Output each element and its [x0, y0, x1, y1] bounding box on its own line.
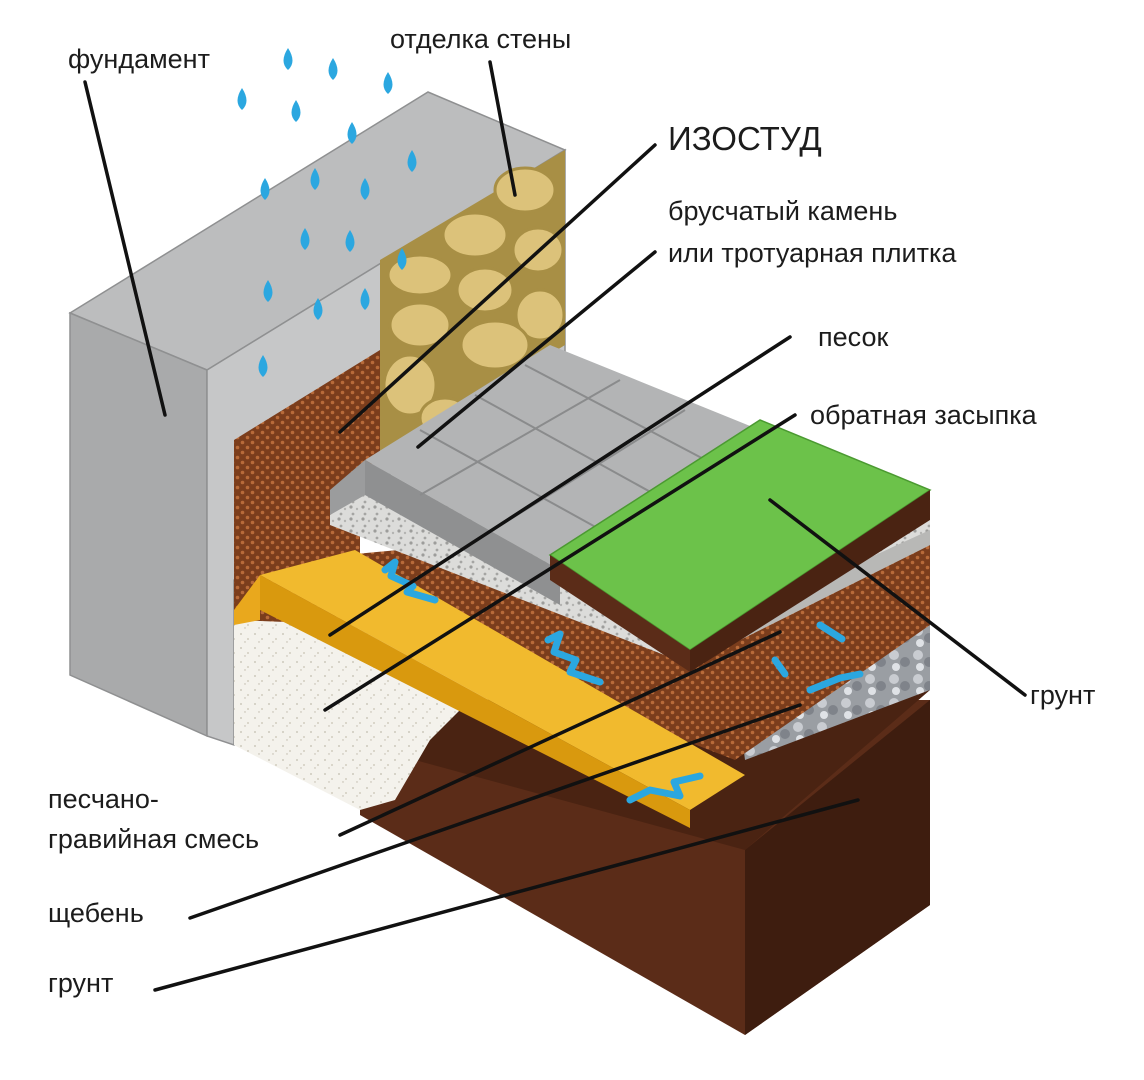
- leader-wall-finish: [488, 60, 517, 197]
- label-backfill: обратная засыпка: [810, 400, 1038, 430]
- leader-backfill: [323, 413, 797, 712]
- leader-soil-bottom: [153, 798, 860, 992]
- label-sand-gravel-line2: гравийная смесь: [48, 824, 259, 854]
- leader-soil-right: [768, 498, 1027, 697]
- leader-paving: [416, 250, 657, 449]
- label-paving-line1: брусчатый камень: [668, 196, 897, 226]
- label-crushed-stone: щебень: [48, 898, 144, 928]
- label-paving-line2: или тротуарная плитка: [668, 238, 957, 268]
- sand-layer: [234, 550, 745, 828]
- label-soil-right: грунт: [1030, 680, 1095, 710]
- label-sand: песок: [818, 322, 888, 352]
- leader-isostud: [338, 143, 657, 434]
- backfill-grass: [548, 419, 932, 672]
- leader-sand-gravel: [338, 630, 782, 837]
- leader-sand: [328, 335, 792, 637]
- leader-lines: [83, 60, 1027, 992]
- label-wall-finish: отделка стены: [390, 24, 571, 54]
- label-sand-gravel-line1: песчано-: [48, 784, 159, 814]
- leader-foundation: [83, 80, 167, 417]
- label-soil-bottom: грунт: [48, 968, 113, 998]
- leader-crushed-stone: [188, 703, 802, 920]
- raindrop-icon: [237, 48, 417, 377]
- label-foundation: фундамент: [68, 44, 210, 74]
- water-flow-icon: [381, 558, 864, 804]
- paving-tiles: [330, 345, 760, 605]
- labels: фундамент отделка стены ИЗОСТУД брусчаты…: [48, 24, 1095, 998]
- label-isostud: ИЗОСТУД: [668, 120, 822, 157]
